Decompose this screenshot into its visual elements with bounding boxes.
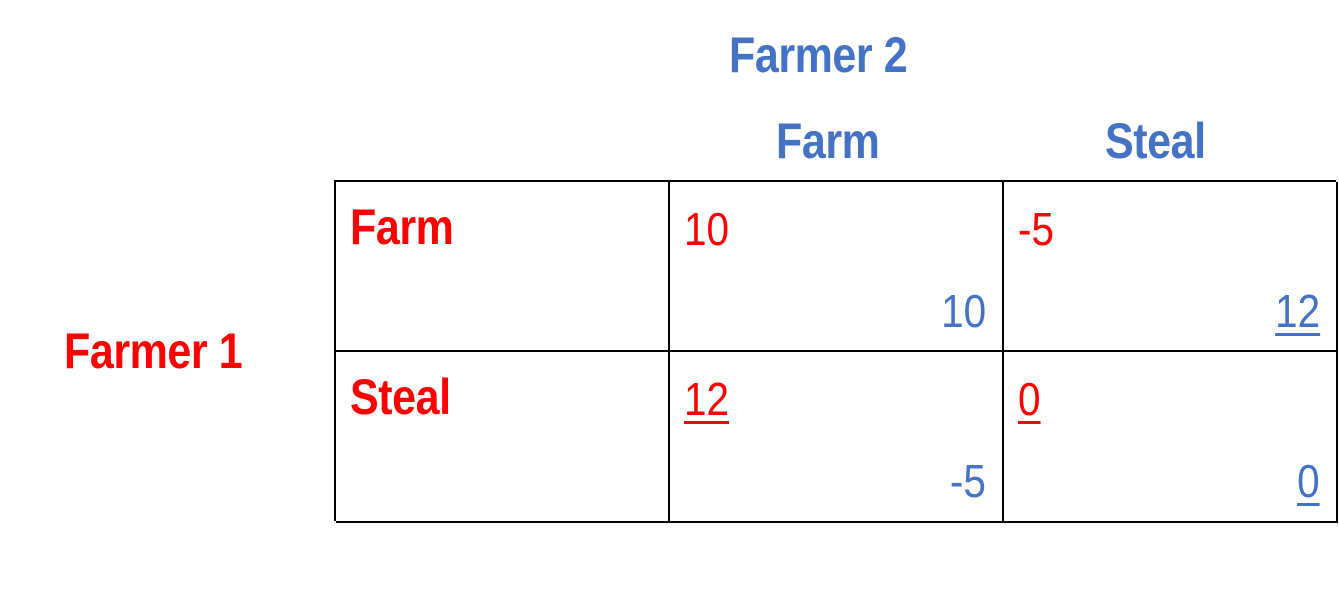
payoff-grid: Farm 10 10 -5 12 Steal 12 -5 0 0	[334, 180, 1338, 523]
player2-payoff-best-response: 0	[1297, 455, 1320, 507]
payoff-cell-steal-farm: 12 -5	[670, 352, 1004, 523]
row-header-farm: Farm	[350, 199, 454, 255]
player2-payoff: -5	[950, 455, 986, 507]
payoff-cell-farm-steal: -5 12	[1004, 182, 1338, 352]
player2-payoff-best-response: 12	[1274, 285, 1320, 337]
player1-payoff: -5	[1018, 203, 1054, 255]
player2-title: Farmer 2	[729, 27, 908, 83]
column-header-farm: Farm	[776, 113, 880, 169]
player2-payoff: 10	[940, 285, 986, 337]
player1-payoff: 10	[684, 203, 730, 255]
payoff-cell-farm-farm: 10 10	[670, 182, 1004, 352]
player1-payoff-best-response: 12	[684, 373, 730, 425]
player1-payoff-best-response: 0	[1018, 373, 1041, 425]
row-header-cell-farm: Farm	[336, 182, 670, 352]
player1-title: Farmer 1	[64, 323, 243, 379]
payoff-cell-steal-steal: 0 0	[1004, 352, 1338, 523]
row-header-steal: Steal	[350, 369, 451, 425]
column-header-steal: Steal	[1105, 113, 1206, 169]
row-header-cell-steal: Steal	[336, 352, 670, 523]
